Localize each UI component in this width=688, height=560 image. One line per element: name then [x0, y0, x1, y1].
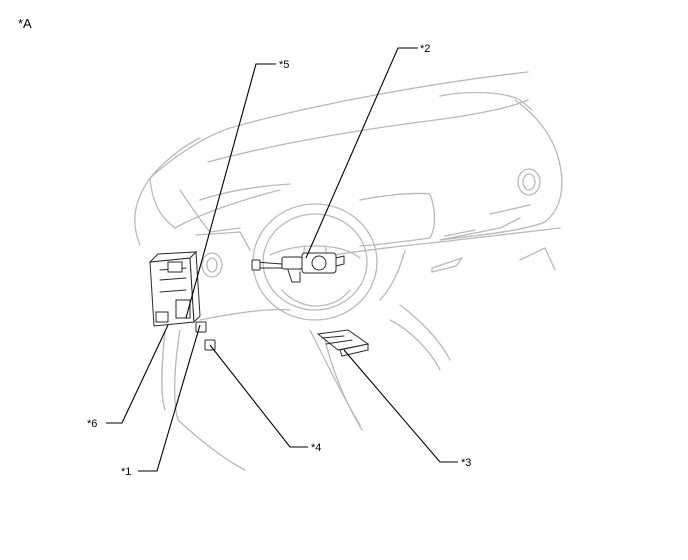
ecu-module-part [148, 250, 201, 327]
leader-4 [209, 344, 308, 448]
view-label: *A [18, 16, 32, 31]
leader-2 [305, 47, 418, 259]
leader-3 [343, 349, 458, 463]
leader-6 [106, 324, 169, 424]
callout-labels: *1 *2 *3 *4 *5 *6 [87, 43, 471, 478]
callout-label-6: *6 [87, 418, 97, 430]
callout-label-2: *2 [420, 43, 430, 55]
callout-label-4: *4 [311, 442, 321, 454]
combination-switch-part [251, 252, 345, 283]
leader-5 [185, 63, 276, 319]
leader-1 [138, 324, 201, 472]
dlc-connector-part [195, 321, 207, 333]
callout-label-1: *1 [121, 466, 131, 478]
callout-label-3: *3 [461, 457, 471, 469]
leader-lines [106, 47, 458, 472]
dashboard-outline [134, 71, 563, 471]
callout-label-5: *5 [279, 59, 289, 71]
